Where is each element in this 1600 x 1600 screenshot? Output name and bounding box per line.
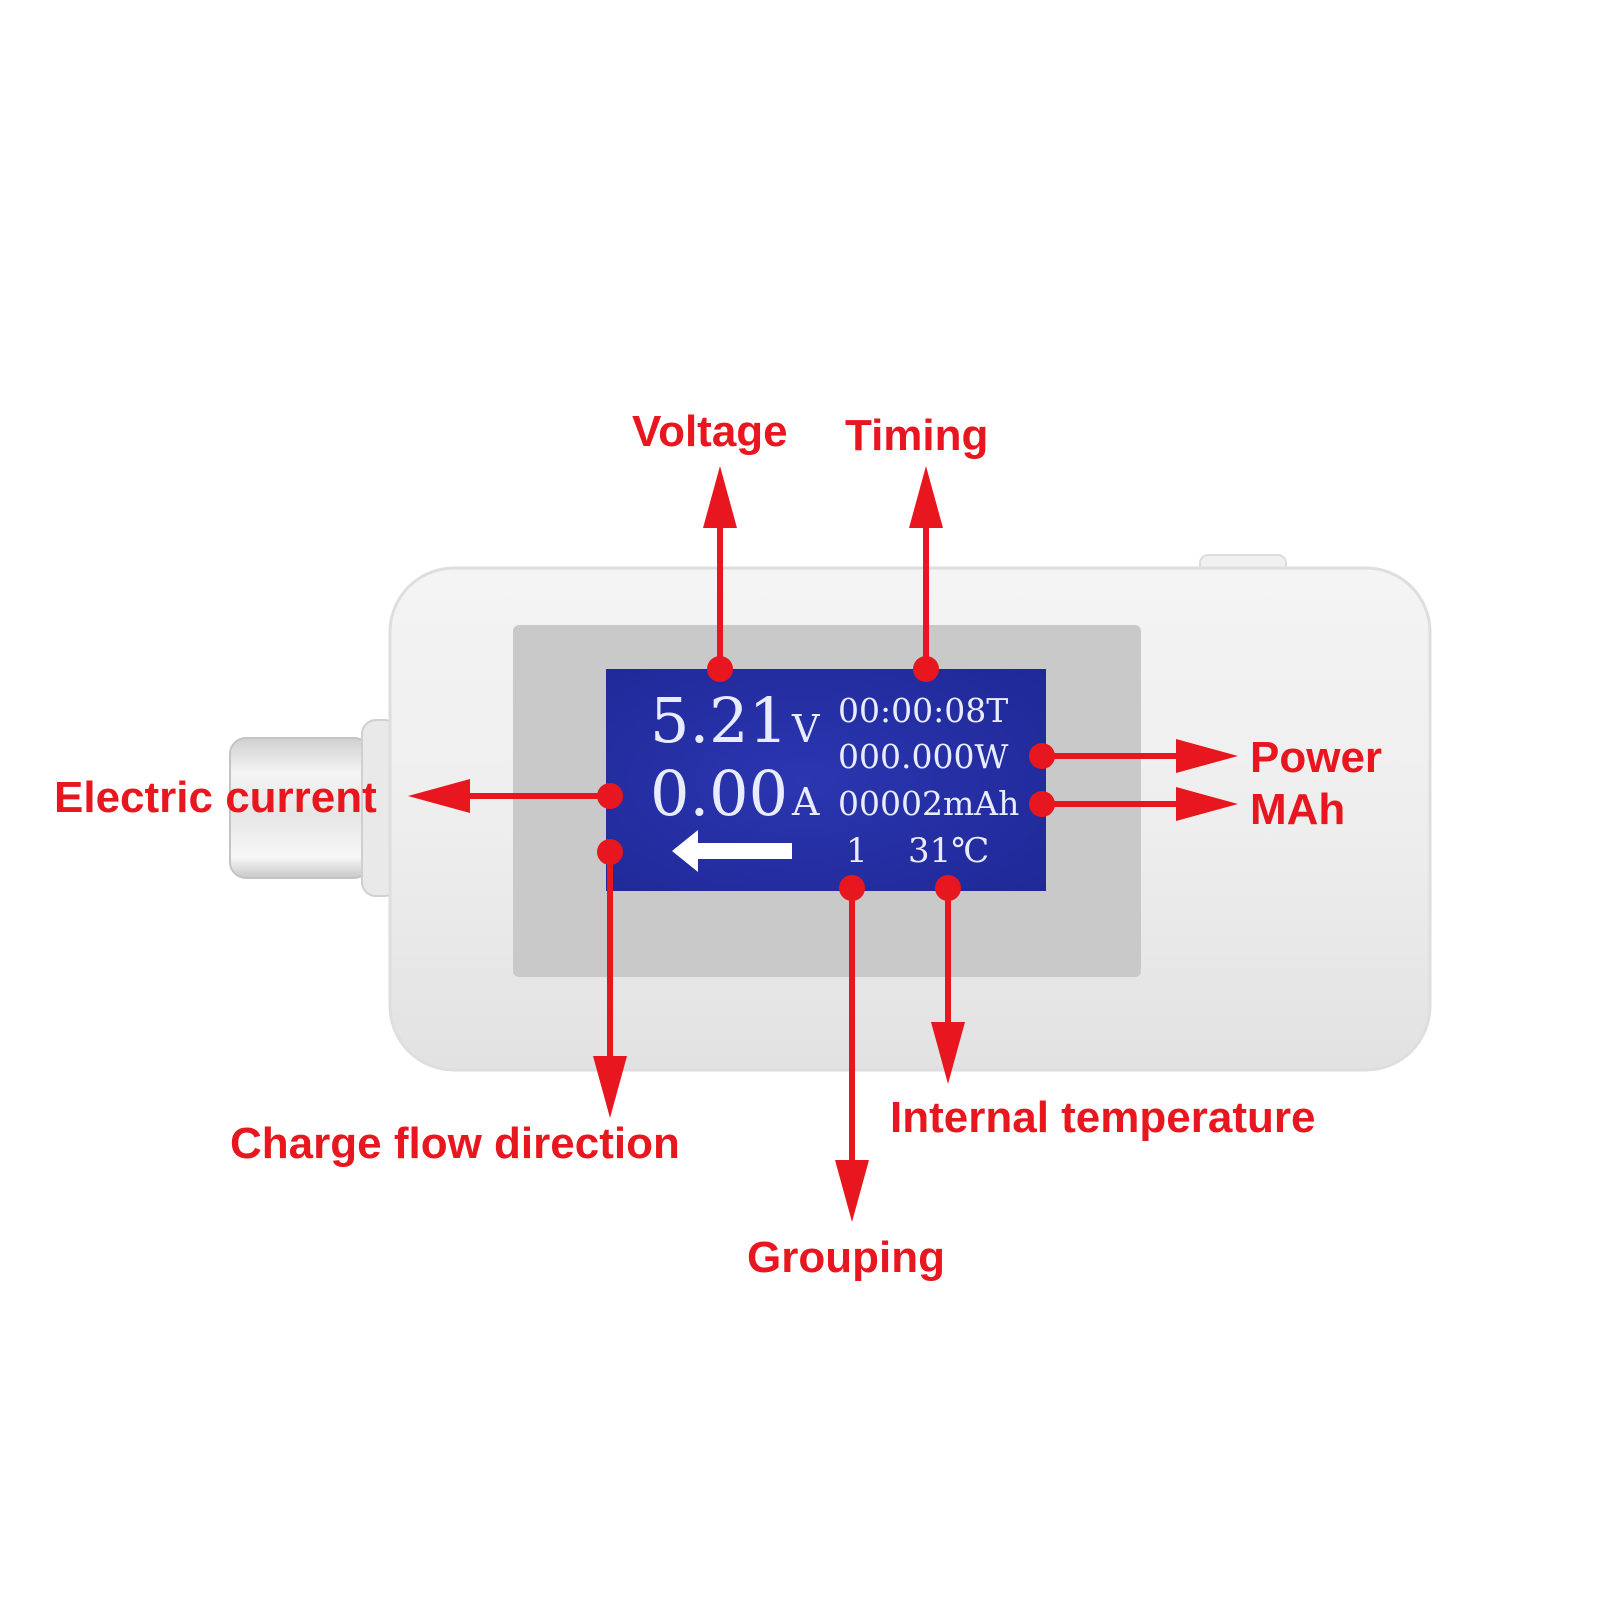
electric-current-leader <box>408 779 623 813</box>
timing-leader <box>909 466 943 682</box>
callout-leaders <box>408 466 1238 1222</box>
callout-electric-current: Electric current <box>54 773 377 822</box>
callout-mah: MAh <box>1250 785 1346 834</box>
power-reading: 000.000W <box>838 737 1008 776</box>
callout-power: Power <box>1250 733 1383 782</box>
callout-timing: Timing <box>845 411 989 460</box>
power-leader <box>1029 739 1238 773</box>
mah-leader <box>1029 787 1238 821</box>
device-body <box>388 554 1432 1072</box>
temperature-reading: 31℃ <box>908 831 989 871</box>
internal-temperature-leader <box>931 875 965 1084</box>
group-reading: 1 <box>846 831 868 871</box>
timer-reading: 00:00:08T <box>838 691 1008 730</box>
capacity-reading: 00002mAh <box>838 784 1019 823</box>
charge-flow-leader <box>593 839 627 1118</box>
callout-internal-temperature: Internal temperature <box>890 1093 1316 1142</box>
callout-voltage: Voltage <box>632 407 788 456</box>
left-arrow-icon <box>672 830 792 872</box>
callout-charge-flow-direction: Charge flow direction <box>230 1119 680 1168</box>
grouping-leader <box>835 875 869 1222</box>
voltage-leader <box>703 466 737 682</box>
callout-grouping: Grouping <box>747 1233 945 1282</box>
